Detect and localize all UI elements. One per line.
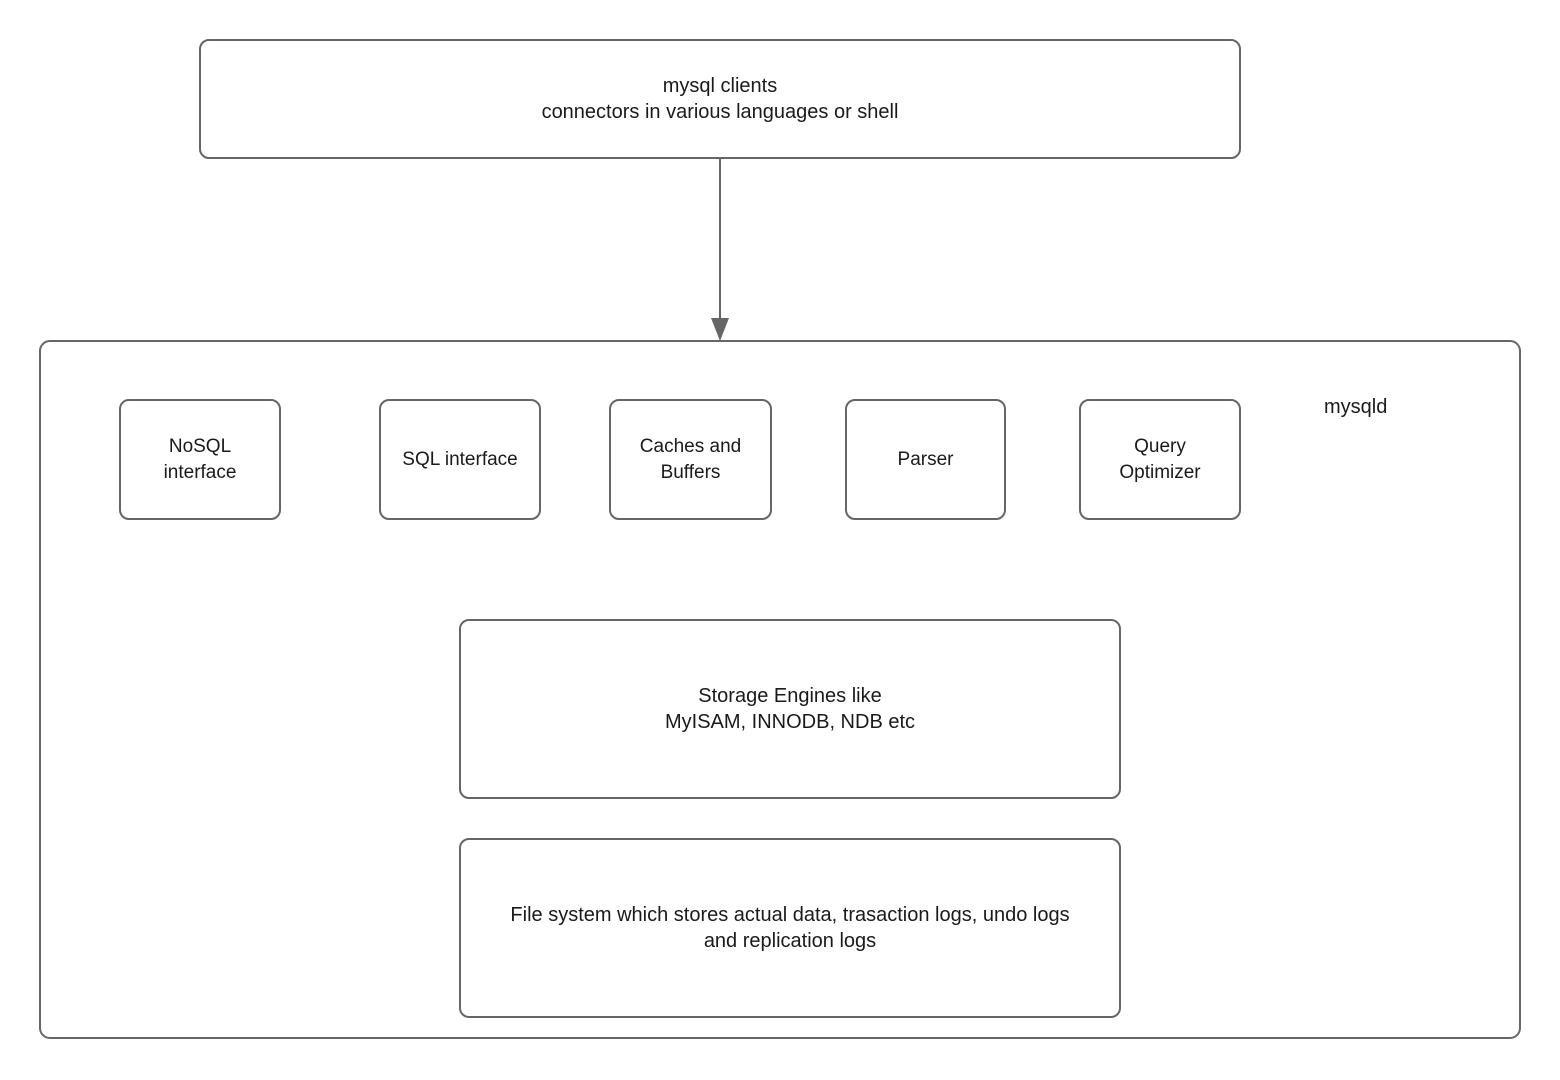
node-caches-and-buffers-label: Caches and Buffers	[639, 436, 742, 483]
node-parser[interactable]: Parser	[845, 399, 1006, 520]
node-sql-interface[interactable]: SQL interface	[379, 399, 541, 520]
node-sql-interface-label: SQL interface	[402, 448, 518, 470]
node-file-system-label: File system which stores actual data, tr…	[510, 903, 1070, 952]
node-query-optimizer-label: Query Optimizer	[1119, 436, 1201, 483]
arrow-clients-to-mysqld-icon	[694, 158, 746, 342]
node-storage-engines[interactable]: Storage Engines like MyISAM, INNODB, NDB…	[459, 619, 1121, 799]
node-storage-engines-label: Storage Engines like MyISAM, INNODB, NDB…	[664, 684, 916, 733]
node-nosql-interface-label: NoSQL interface	[163, 436, 237, 483]
mysqld-label: mysqld	[1324, 396, 1388, 418]
node-parser-label: Parser	[897, 448, 954, 470]
node-mysql-clients-label: mysql clients connectors in various lang…	[541, 74, 899, 123]
node-query-optimizer[interactable]: Query Optimizer	[1079, 399, 1241, 520]
node-file-system[interactable]: File system which stores actual data, tr…	[459, 838, 1121, 1018]
node-mysql-clients[interactable]: mysql clients connectors in various lang…	[199, 39, 1241, 159]
node-caches-and-buffers[interactable]: Caches and Buffers	[609, 399, 772, 520]
node-nosql-interface[interactable]: NoSQL interface	[119, 399, 281, 520]
